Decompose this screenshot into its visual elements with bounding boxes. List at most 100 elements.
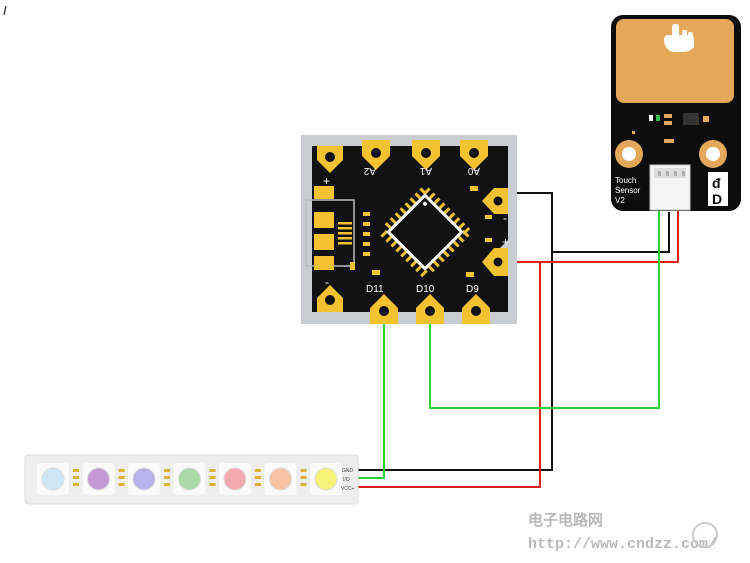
- smd-pad: [363, 212, 370, 216]
- strip-contact: [164, 476, 170, 479]
- smd-pad: [350, 262, 355, 270]
- smd-pad: [363, 222, 370, 226]
- usb-pad: [314, 234, 334, 250]
- pad-hole: [421, 148, 431, 158]
- strip-pin-io: I/O: [343, 477, 350, 483]
- dfrobot-logo-icon: [708, 172, 728, 206]
- wires: [358, 192, 679, 488]
- led-4: [178, 467, 201, 491]
- side-label-plus: +: [502, 235, 509, 249]
- smd-pad: [466, 272, 474, 277]
- strip-contact: [73, 469, 79, 472]
- smd-pad: [470, 186, 478, 191]
- top-pad-holes: [325, 148, 479, 162]
- pad-label-d9: D9: [466, 284, 479, 295]
- pad-label-a2: A2: [363, 165, 376, 176]
- pad-hole: [325, 295, 335, 305]
- pad-hole: [325, 152, 335, 162]
- board-pcb: [312, 146, 508, 312]
- usb-pin: [338, 227, 352, 230]
- strip-contact: [255, 476, 261, 479]
- wire-black-gnd: [358, 192, 553, 471]
- watermark: 电子电路网 http://www.cndzz.com/: [528, 511, 718, 553]
- pad-label-d11: D11: [366, 284, 384, 295]
- smd-pad: [372, 270, 380, 275]
- corner-label-plus: +: [323, 174, 330, 188]
- strip-contact: [300, 483, 307, 486]
- chip-pin1-dot: [423, 201, 427, 206]
- wire-green-sensor: [429, 210, 660, 409]
- watermark-logo-icon: [692, 522, 718, 548]
- strip-contact: [255, 483, 261, 486]
- sensor-label-line3: V2: [615, 196, 625, 205]
- side-label-minus: -: [503, 211, 507, 225]
- strip-contact: [73, 476, 79, 479]
- pad-hole: [493, 196, 503, 206]
- strip-contact: [164, 483, 170, 486]
- wire-black-sensor: [552, 212, 670, 253]
- wire-green-strip: [358, 312, 385, 479]
- strip-pin-gnd: GND: [342, 468, 354, 474]
- usb-pad: [314, 186, 334, 199]
- chip-body-outline: [386, 193, 464, 271]
- usb-pad: [314, 256, 334, 270]
- pad-label-a0: A0: [467, 165, 480, 176]
- logo-top: đ: [712, 175, 721, 191]
- led-strip: GND I/O VCC+: [24, 454, 359, 505]
- wire-red-sensor: [540, 210, 679, 263]
- usb-pin: [338, 232, 352, 235]
- strip-contact: [118, 469, 125, 472]
- usb-connector: [305, 186, 355, 270]
- led-2: [87, 467, 110, 491]
- strip-contact: [164, 469, 170, 472]
- hand-icon: [664, 24, 694, 52]
- controller-board: A2 A1 A0 D11 D10 D9 - + + -: [301, 135, 517, 324]
- led-group: [37, 463, 342, 495]
- pad-hole: [425, 306, 435, 316]
- logo-bottom: D: [712, 191, 722, 207]
- pad-hole: [379, 306, 389, 316]
- strip-contact: [73, 483, 79, 486]
- strip-contact: [209, 469, 216, 472]
- led-1: [41, 467, 65, 491]
- smd-pad: [363, 252, 370, 256]
- mcu-chip: [380, 187, 471, 278]
- pad-label-d10: D10: [416, 284, 435, 295]
- usb-pin: [338, 237, 352, 240]
- strip-contact: [209, 476, 216, 479]
- touch-pad: [616, 19, 734, 103]
- usb-pin: [338, 222, 352, 225]
- led-3: [132, 467, 156, 491]
- smd-pad: [485, 215, 492, 219]
- sensor-label-line2: Sensor: [615, 186, 641, 195]
- corner-label-minus: -: [325, 275, 329, 289]
- strip-contact: [118, 483, 125, 486]
- pad-hole: [371, 148, 381, 158]
- strip-contact: [118, 476, 125, 479]
- usb-pad: [314, 212, 334, 228]
- pad-hole: [471, 306, 481, 316]
- strip-contact: [209, 483, 216, 486]
- strip-pin-vcc: VCC+: [341, 486, 355, 492]
- led-5: [223, 467, 247, 491]
- sensor-chip: [683, 113, 699, 125]
- led-6: [269, 467, 292, 491]
- strip-contact: [255, 469, 261, 472]
- corner-mark: I: [3, 3, 7, 18]
- smd-pad: [363, 232, 370, 236]
- smd-pad: [485, 238, 492, 242]
- smd-components: [350, 186, 492, 277]
- led-7: [314, 467, 338, 491]
- pad-label-a1: A1: [419, 165, 432, 176]
- touch-sensor: Touch Sensor V2 đ D: [611, 15, 741, 211]
- watermark-url: http://www.cndzz.com/: [528, 536, 717, 553]
- pad-hole: [469, 148, 479, 158]
- wire-red-vcc: [358, 261, 541, 488]
- strip-contact: [300, 469, 307, 472]
- sensor-label-line1: Touch: [615, 176, 636, 185]
- smd-pad: [363, 242, 370, 246]
- pad-hole: [493, 257, 503, 267]
- usb-pin: [338, 242, 352, 245]
- strip-contact: [300, 476, 307, 479]
